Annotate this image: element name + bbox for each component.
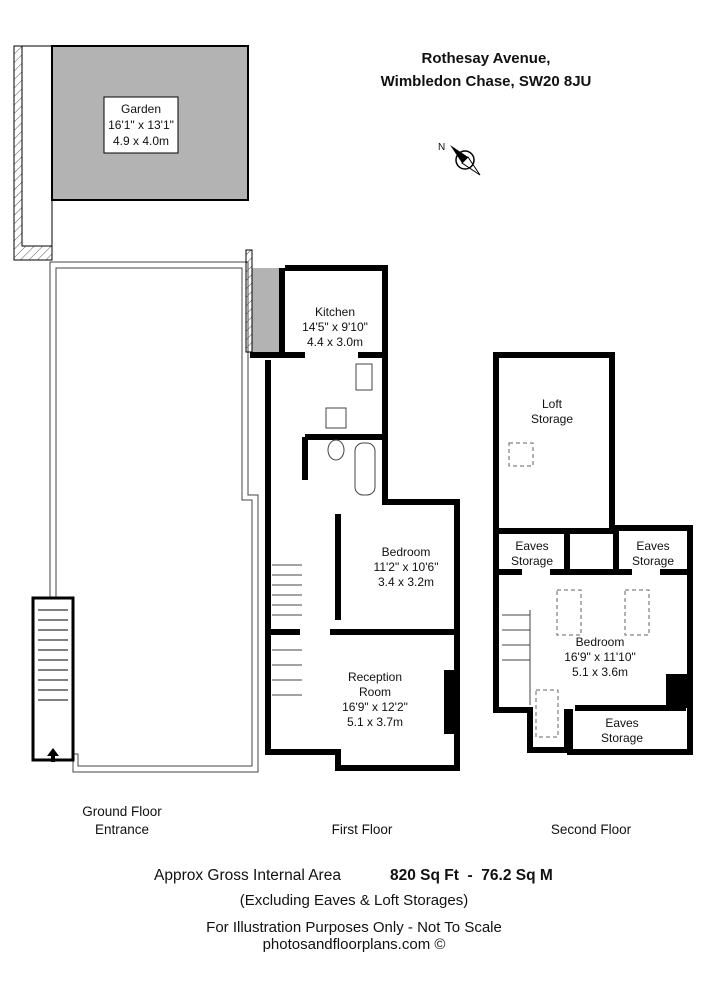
bedroom2-name: Bedroom [576,635,625,649]
area-label: Approx Gross Internal Area [154,867,341,884]
area-excluding-note: (Excluding Eaves & Loft Storages) [240,892,468,909]
garden: Garden 16'1" x 13'1" 4.9 x 4.0m [13,45,249,261]
address-line-2: Wimbledon Chase, SW20 8JU [381,73,592,90]
bedroom1-name: Bedroom [382,545,431,559]
kitchen-metric: 4.4 x 3.0m [307,335,363,349]
second-floor-label: Second Floor [551,822,632,837]
eaves-left-name-2: Storage [511,554,553,568]
entrance-arrow-icon [47,748,59,762]
area-value: 820 Sq Ft - 76.2 Sq M [390,867,553,884]
credit: photosandfloorplans.com © [263,936,446,953]
loft-name-1: Loft [542,397,563,411]
eaves-right-name-1: Eaves [636,539,669,553]
garden-metric: 4.9 x 4.0m [113,134,169,148]
garden-name: Garden [121,102,161,116]
eaves-bottom-name-1: Eaves [605,716,638,730]
compass-icon: N [438,142,481,176]
bedroom1-imperial: 11'2" x 10'6" [374,560,439,574]
disclaimer: For Illustration Purposes Only - Not To … [206,919,502,936]
bedroom2-imperial: 16'9" x 11'10" [564,650,636,664]
garden-imperial: 16'1" x 13'1" [108,118,174,132]
eaves-left-name-1: Eaves [515,539,548,553]
second-floor-plan: Loft Storage Eaves Storage Eaves Storage… [493,352,693,755]
reception-name-1: Reception [348,670,402,684]
compass-north-label: N [438,142,445,153]
kitchen-imperial: 14'5" x 9'10" [302,320,368,334]
ground-floor-label: Ground Floor [82,804,162,819]
kitchen-name: Kitchen [315,305,355,319]
eaves-bottom-name-2: Storage [601,731,643,745]
bedroom1-metric: 3.4 x 3.2m [378,575,434,589]
first-floor-label: First Floor [332,822,393,837]
address-line-1: Rothesay Avenue, [422,50,551,67]
bedroom2-metric: 5.1 x 3.6m [572,665,628,679]
reception-name-2: Room [359,685,391,699]
ground-floor-plan [31,261,259,773]
reception-imperial: 16'9" x 12'2" [342,700,408,714]
loft-name-2: Storage [531,412,573,426]
first-floor-plan: Kitchen 14'5" x 9'10" 4.4 x 3.0m Bedroom… [245,249,460,771]
eaves-right-name-2: Storage [632,554,674,568]
ground-floor-sublabel: Entrance [95,822,149,837]
reception-metric: 5.1 x 3.7m [347,715,403,729]
